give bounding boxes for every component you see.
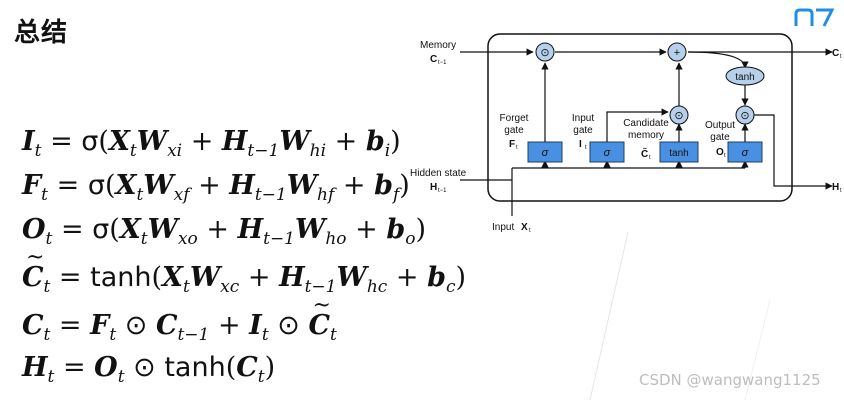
output-gate-label-2: gate [710, 132, 730, 143]
forget-gate-sub: t [516, 145, 518, 151]
candidate-var: C̃ [641, 147, 648, 160]
memory-sub: t−1 [438, 60, 447, 66]
hidden-state-var: H [430, 182, 437, 193]
page-title: 总结 [14, 18, 69, 48]
equation-output-gate: Ot = σ(XtWxo + Ht−1Who + bo) [22, 214, 427, 249]
equation-memory-cell: Ct = Ft ⊙ Ct−1 + It ⊙ Ct [22, 293, 337, 344]
input-label: Input [492, 222, 514, 233]
forget-gate-op: σ [542, 147, 549, 159]
forget-gate-var: F [509, 139, 515, 150]
equation-candidate-memory: Ct = tanh(XtWxc + Ht−1Whc + bc) [22, 245, 466, 296]
candidate-sub: t [649, 155, 651, 161]
lstm-cell-box [487, 33, 793, 202]
forget-gate-label-1: Forget [500, 113, 529, 124]
output-multiply-symbol: ⊙ [740, 110, 749, 122]
candidate-label-1: Candidate [623, 118, 669, 129]
input-sub: t [529, 228, 531, 234]
input-gate-op: σ [604, 147, 611, 159]
equation-input-gate: It = σ(XtWxi + Ht−1Whi + bi) [22, 126, 401, 161]
tanh-node-label: tanh [735, 72, 754, 83]
output-h-var: H [832, 182, 839, 193]
hidden-state-label: Hidden state [410, 168, 467, 179]
memory-label: Memory [420, 40, 456, 51]
input-gate-label-2: gate [573, 125, 593, 136]
watermark: CSDN @wangwang1125 [639, 371, 821, 389]
output-h-sub: t [840, 188, 842, 194]
output-gate-var: O [716, 147, 724, 158]
forget-gate-label-2: gate [504, 125, 524, 136]
memory-var: C [430, 54, 437, 65]
input-gate-sub: t [585, 145, 587, 151]
output-gate-label-1: Output [705, 120, 735, 131]
output-c-var: C [832, 48, 839, 59]
input-gate-label-1: Input [572, 113, 594, 124]
equation-forget-gate: Ft = σ(XtWxf + Ht−1Whf + bf) [22, 170, 410, 205]
memory-add-node [667, 42, 687, 62]
memory-add-symbol: + [674, 47, 680, 59]
lstm-diagram: σ σ tanh σ ⊙ + ⊙ tanh ⊙ Memory C t−1 Hid… [410, 33, 842, 234]
hidden-state-sub: t−1 [438, 188, 447, 194]
candidate-memory-op: tanh [669, 148, 688, 159]
forget-multiply-node [535, 42, 555, 62]
output-gate-op: σ [742, 147, 749, 159]
equation-hidden-state: Ht = Ot ⊙ tanh(Ct) [22, 352, 276, 387]
brand-logo-icon [794, 8, 835, 27]
input-gate-var: I [579, 139, 582, 150]
input-multiply-symbol: ⊙ [674, 110, 683, 122]
output-c-sub: t [840, 54, 842, 60]
forget-multiply-symbol: ⊙ [540, 47, 549, 59]
candidate-label-2: memory [628, 130, 664, 141]
output-gate-sub: t [724, 153, 726, 159]
input-var: X [521, 222, 528, 233]
